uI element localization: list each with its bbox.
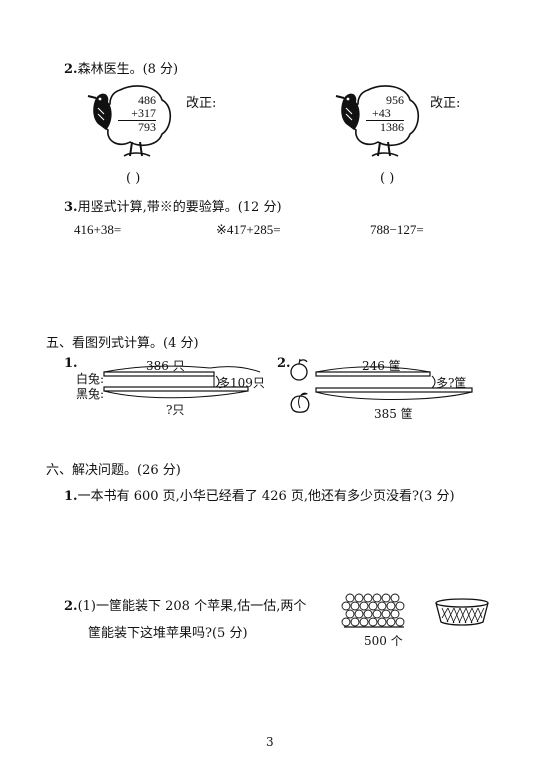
apple-pile-icon (341, 593, 405, 628)
s6-q2-number: 2. (64, 599, 78, 614)
q3-number: 3. (64, 200, 78, 215)
right-fix-label: 改正: (430, 96, 461, 111)
s5-p2-number: 2. (277, 356, 291, 371)
q2-heading: 2.森林医生。(8 分) (64, 58, 178, 77)
s5-p2-diff-label: 多?筐 (436, 376, 467, 390)
s6-q2-text-1: (1)一筐能装下 208 个苹果,估一估,两个 (77, 599, 307, 614)
s5-p2-top-label: 246 筐 (362, 359, 401, 373)
q3-problem-2: ※417+285= (216, 222, 281, 237)
s6-q2-text-2: 筐能装下这堆苹果吗?(5 分) (88, 626, 248, 641)
left-calc-result: 793 (138, 120, 156, 134)
s6-q1: 1.一本书有 600 页,小华已经看了 426 页,他还有多少页没看?(3 分) (64, 485, 455, 504)
right-calc-addend-b: +43 (372, 106, 391, 120)
page-number: 3 (266, 735, 274, 749)
s6-q2-line1: 2.(1)一筐能装下 208 个苹果,估一估,两个 (64, 595, 306, 614)
tree-woodpecker-right-icon (335, 85, 420, 157)
q3-problem-3: 788−127= (370, 222, 424, 237)
peach-icon (290, 392, 310, 413)
left-answer-paren: ( ) (126, 171, 141, 186)
s5-p2-bottom-label: 385 筐 (374, 407, 413, 421)
s5-p1-white-label: 白兔: (76, 372, 105, 386)
left-calc: 486 +317 793 (118, 94, 156, 134)
left-calc-line (118, 120, 156, 121)
right-calc-addend-a: 956 (386, 93, 404, 107)
s5-p1-line-diagram (103, 365, 261, 399)
s5-p1-bottom-label: ?只 (166, 403, 185, 417)
s6-q1-number: 1. (64, 489, 78, 504)
q3-heading: 3.用竖式计算,带※的要验算。(12 分) (64, 196, 282, 215)
left-calc-addend-b: +317 (131, 106, 156, 120)
left-calc-addend-a: 486 (138, 93, 156, 107)
section6-title: 六、解决问题。(26 分) (46, 463, 181, 478)
right-calc-result: 1386 (380, 120, 404, 134)
apples-count-label: 500 个 (364, 634, 403, 648)
s5-p1-number: 1. (64, 356, 78, 371)
right-calc-line (366, 120, 404, 121)
s5-p1-black-label: 黑兔: (76, 387, 105, 401)
q3-problem-1: 416+38= (74, 222, 122, 237)
q2-number: 2. (64, 62, 78, 77)
s5-p2-line-diagram (315, 366, 473, 400)
right-calc: 956 +43 1386 (366, 94, 404, 134)
left-fix-label: 改正: (186, 96, 217, 111)
tree-woodpecker-left-icon (87, 85, 172, 157)
s6-q1-text: 一本书有 600 页,小华已经看了 426 页,他还有多少页没看?(3 分) (77, 489, 455, 504)
q2-title: 森林医生。(8 分) (77, 62, 179, 77)
section5-title: 五、看图列式计算。(4 分) (46, 336, 199, 351)
basket-icon (435, 598, 489, 626)
apple-icon (290, 358, 308, 381)
q3-title: 用竖式计算,带※的要验算。(12 分) (77, 200, 282, 215)
right-answer-paren: ( ) (380, 171, 395, 186)
